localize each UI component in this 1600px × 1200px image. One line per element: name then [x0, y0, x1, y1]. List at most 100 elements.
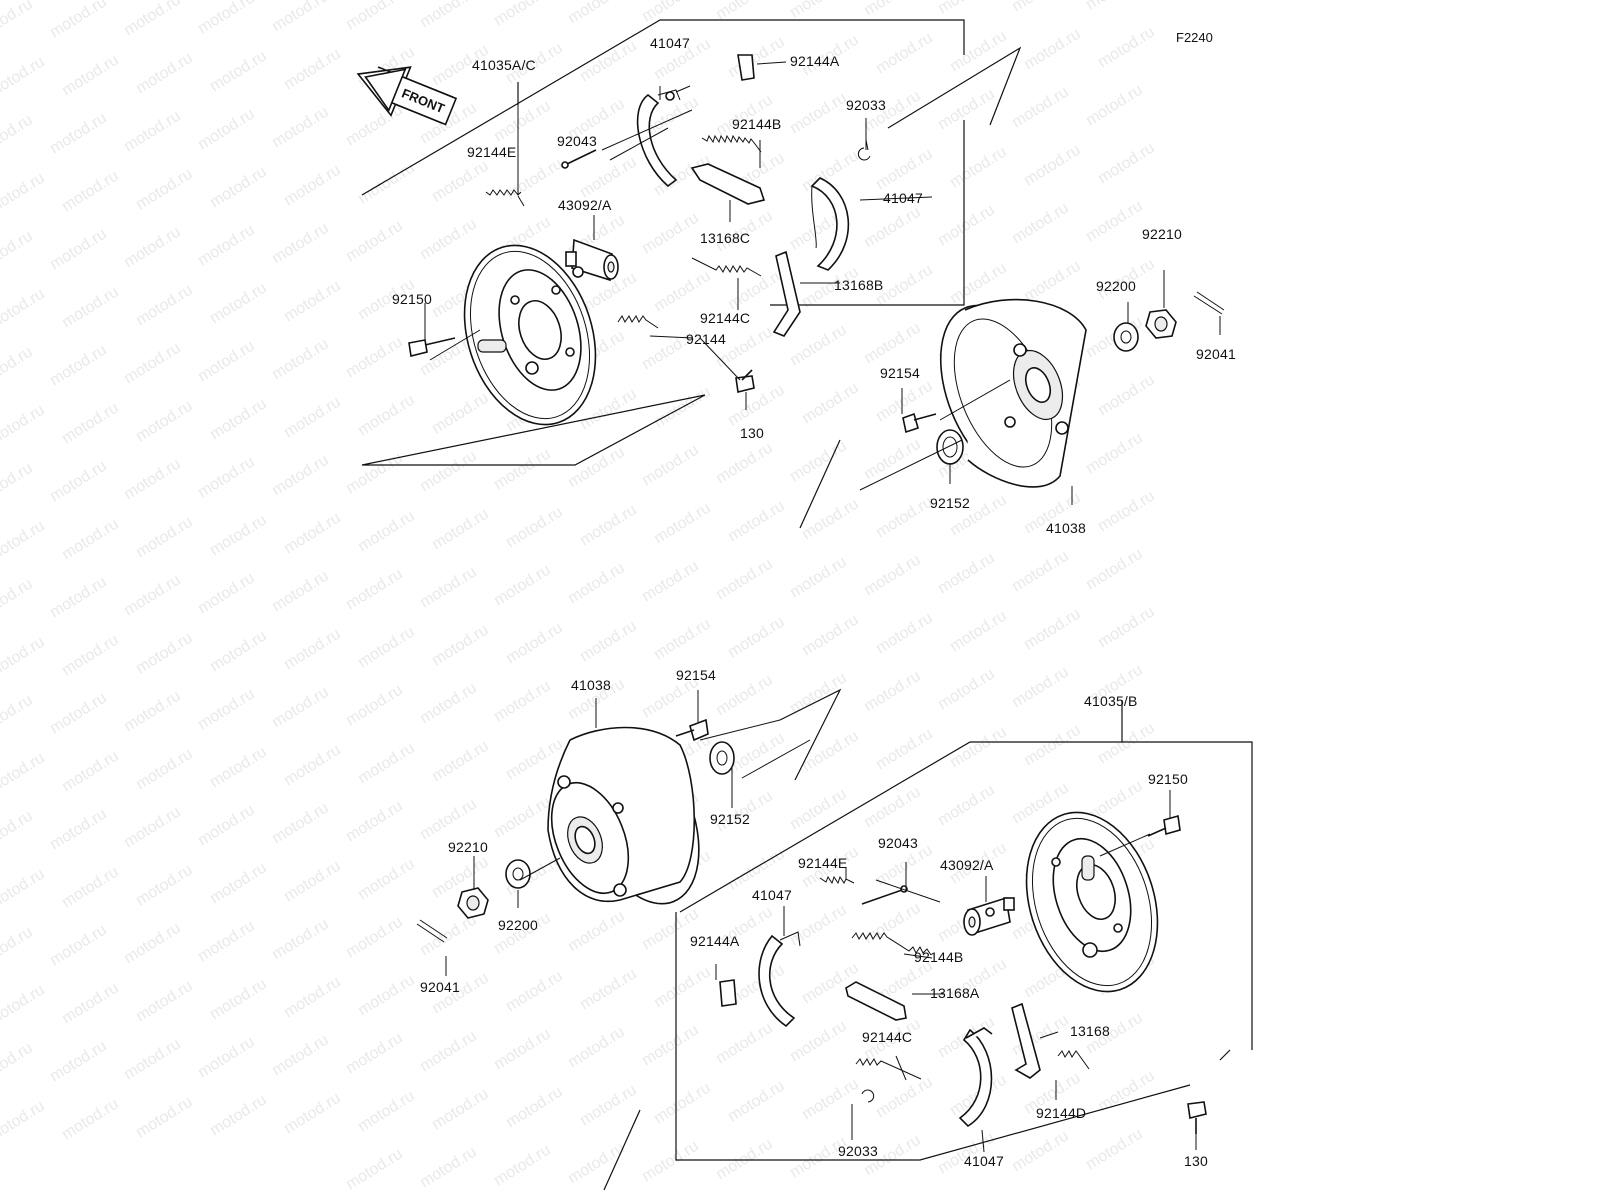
watermark-text: motod.ru	[47, 806, 110, 854]
watermark-text: motod.ru	[491, 98, 554, 146]
watermark-text: motod.ru	[355, 624, 418, 672]
spring-92144c-top	[691, 257, 762, 277]
callout-92041-bottom: 92041	[420, 979, 460, 995]
watermark-text: motod.ru	[417, 216, 480, 264]
watermark-text: motod.ru	[639, 1138, 702, 1186]
watermark-text: motod.ru	[503, 968, 566, 1016]
watermark-text: motod.ru	[195, 570, 258, 618]
watermark-text: motod.ru	[207, 628, 270, 676]
wheel-cylinder-bottom	[963, 896, 1015, 936]
callout-43092a-top: 43092/A	[558, 197, 612, 213]
watermark-text: motod.ru	[207, 860, 270, 908]
watermark-text: motod.ru	[195, 222, 258, 270]
callout-92144b-bottom: 92144B	[914, 949, 963, 965]
watermark-text: motod.ru	[417, 1028, 480, 1076]
watermark-text: motod.ru	[269, 0, 332, 35]
bottom-group-outline	[675, 741, 1253, 1161]
watermark-text: motod.ru	[207, 512, 270, 560]
callout-92144b-top: 92144B	[732, 116, 781, 132]
lever-bottom	[1011, 1002, 1041, 1079]
watermark-text: motod.ru	[121, 688, 184, 736]
callout-92210-top: 92210	[1142, 226, 1182, 242]
bottom-assembly	[416, 688, 1253, 1191]
watermark-text: motod.ru	[133, 514, 196, 562]
watermark-text: motod.ru	[1083, 1126, 1146, 1174]
callout-92144d: 92144D	[1036, 1105, 1086, 1121]
watermark-text: motod.ru	[429, 506, 492, 554]
watermark-text: motod.ru	[207, 164, 270, 212]
watermark-text: motod.ru	[429, 1086, 492, 1134]
watermark-text: motod.ru	[121, 340, 184, 388]
watermark-text: motod.ru	[935, 0, 998, 17]
watermark-text: motod.ru	[59, 284, 122, 332]
adjuster-bottom	[845, 981, 907, 1021]
spring-92144e-bottom	[819, 875, 855, 885]
watermark-text: motod.ru	[47, 110, 110, 158]
watermark-text: motod.ru	[873, 726, 936, 774]
watermark-text: motod.ru	[0, 0, 36, 43]
callout-92154-top: 92154	[880, 365, 920, 381]
watermark-text: motod.ru	[281, 858, 344, 906]
watermark-text: motod.ru	[207, 744, 270, 792]
watermark-text: motod.ru	[429, 738, 492, 786]
callout-92043-bottom: 92043	[878, 835, 918, 851]
watermark-text: motod.ru	[787, 786, 850, 834]
callout-43092a-bottom: 43092/A	[940, 857, 994, 873]
adjuster-top	[690, 163, 766, 205]
watermark-text: motod.ru	[1095, 488, 1158, 536]
callout-92144e-bottom: 92144E	[798, 855, 847, 871]
watermark-text: motod.ru	[343, 0, 406, 33]
callout-92200-top: 92200	[1096, 278, 1136, 294]
watermark-text: motod.ru	[429, 158, 492, 206]
bolt-92154-bottom	[675, 718, 709, 742]
watermark-text: motod.ru	[935, 202, 998, 250]
watermark-text: motod.ru	[269, 1032, 332, 1080]
watermark-text: motod.ru	[565, 444, 628, 492]
watermark-text: motod.ru	[947, 28, 1010, 76]
watermark-text: motod.ru	[195, 106, 258, 154]
watermark-text: motod.ru	[947, 144, 1010, 192]
watermark-text: motod.ru	[491, 678, 554, 726]
watermark-text: motod.ru	[639, 558, 702, 606]
seal-92152-bottom	[709, 741, 735, 775]
callout-92144c-bottom: 92144C	[862, 1029, 912, 1045]
callout-13168c: 13168C	[700, 230, 750, 246]
watermark-text: motod.ru	[355, 160, 418, 208]
watermark-text: motod.ru	[133, 398, 196, 446]
watermark-text: motod.ru	[121, 572, 184, 620]
watermark-text: motod.ru	[343, 1146, 406, 1194]
nut-92210-top	[1145, 309, 1177, 339]
watermark-text: motod.ru	[725, 266, 788, 314]
watermark-text: motod.ru	[59, 516, 122, 564]
callout-92041-top: 92041	[1196, 346, 1236, 362]
watermark-text: motod.ru	[861, 784, 924, 832]
watermark-text: motod.ru	[577, 38, 640, 86]
watermark-text: motod.ru	[1083, 546, 1146, 594]
watermark-text: motod.ru	[0, 1098, 48, 1146]
watermark-text: motod.ru	[565, 1140, 628, 1188]
watermark-text: motod.ru	[1009, 1128, 1072, 1176]
watermark-text: motod.ru	[0, 634, 48, 682]
brake-drum-bottom	[547, 726, 700, 905]
watermark-text: motod.ru	[799, 496, 862, 544]
watermark-text: motod.ru	[121, 224, 184, 272]
watermark-text: motod.ru	[0, 866, 48, 914]
watermark-text: motod.ru	[935, 782, 998, 830]
watermark-text: motod.ru	[861, 668, 924, 716]
bolt-92150-bottom	[1147, 814, 1181, 837]
lever-top	[772, 250, 801, 337]
watermark-text: motod.ru	[269, 684, 332, 732]
watermark-text: motod.ru	[935, 666, 998, 714]
watermark-text: motod.ru	[133, 746, 196, 794]
watermark-text: motod.ru	[491, 1026, 554, 1074]
watermark-text: motod.ru	[269, 104, 332, 152]
watermark-text: motod.ru	[935, 550, 998, 598]
watermark-text: motod.ru	[503, 504, 566, 552]
watermark-text: motod.ru	[491, 794, 554, 842]
watermark-text: motod.ru	[799, 380, 862, 428]
watermark-text: motod.ru	[565, 0, 628, 27]
watermark-text: motod.ru	[861, 0, 924, 19]
watermark-text: motod.ru	[355, 972, 418, 1020]
watermark-text: motod.ru	[799, 728, 862, 776]
watermark-text: motod.ru	[1009, 84, 1072, 132]
